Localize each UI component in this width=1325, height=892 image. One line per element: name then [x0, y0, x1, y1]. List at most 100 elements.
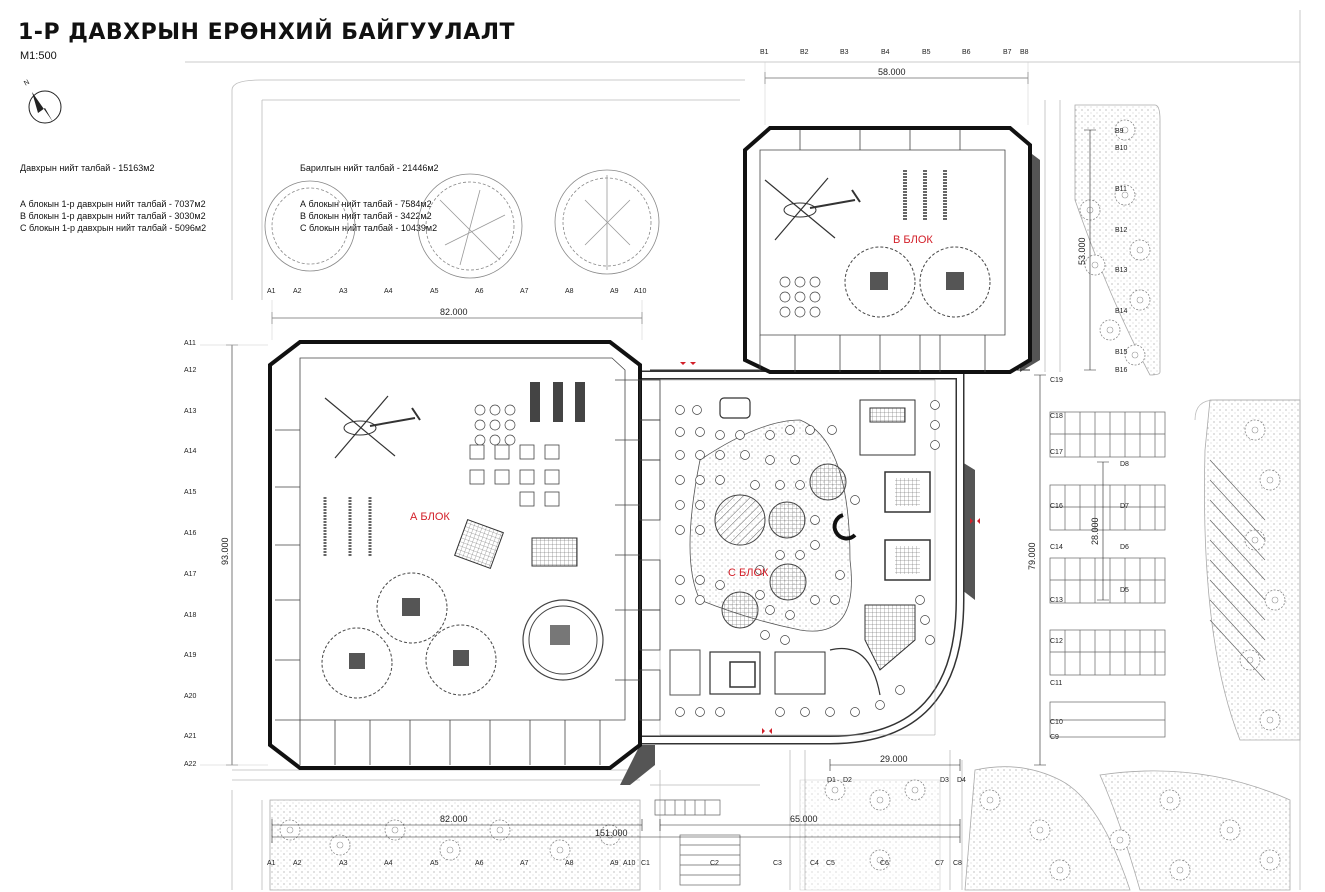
- grid-axes: [200, 62, 1029, 766]
- dim-c-side: 79.000: [1027, 542, 1037, 570]
- axis-label: C11: [1050, 680, 1062, 687]
- axis-label: B11: [1115, 186, 1127, 193]
- axis-label: D4: [957, 777, 966, 784]
- axis-label: D2: [843, 777, 852, 784]
- building-area-a: А блокын нийт талбай - 7584м2: [300, 199, 432, 209]
- axis-label: B5: [922, 49, 931, 56]
- dimension-lines: [226, 72, 1109, 843]
- axis-label: C16: [1050, 503, 1063, 510]
- axis-label: A5: [430, 288, 439, 295]
- axis-label: A9: [610, 288, 619, 295]
- block-b-label: В БЛОК: [893, 234, 933, 246]
- axis-label: A1: [267, 860, 276, 867]
- dim-a-top: 82.000: [440, 307, 468, 317]
- axis-label: B2: [800, 49, 809, 56]
- axis-label: A7: [520, 288, 529, 295]
- axis-label: B4: [881, 49, 890, 56]
- axis-label: A14: [184, 448, 197, 455]
- block-b: [743, 126, 1032, 374]
- axis-labels-b-top: B1 B2 B3 B4 B5 B6 B7 B8: [760, 49, 1029, 56]
- dim-c-width: 29.000: [880, 754, 908, 764]
- axis-label: C6: [880, 860, 889, 867]
- floor-area-c: С блокын 1-р давхрын нийт талбай - 5096м…: [20, 223, 207, 233]
- plan-title: 1-Р ДАВХРЫН ЕРӨНХИЙ БАЙГУУЛАЛТ: [18, 20, 516, 45]
- axis-label: A7: [520, 860, 529, 867]
- axis-label: D5: [1120, 587, 1129, 594]
- axis-label: C12: [1050, 638, 1063, 645]
- axis-label: A18: [184, 612, 197, 619]
- axis-label: C3: [773, 860, 782, 867]
- axis-label: A10: [634, 288, 647, 295]
- axis-label: A4: [384, 860, 393, 867]
- axis-label: A5: [430, 860, 439, 867]
- axis-label: C8: [953, 860, 962, 867]
- floor-area-stats: Давхрын нийт талбай - 15163м2 А блокын 1…: [20, 162, 206, 234]
- axis-label: C5: [826, 860, 835, 867]
- axis-label: A19: [184, 652, 197, 659]
- dim-b-top: 58.000: [878, 67, 906, 77]
- axis-label: C7: [935, 860, 944, 867]
- axis-label: C9: [1050, 734, 1059, 741]
- axis-label: B10: [1115, 145, 1128, 152]
- helipads-outside: [264, 169, 660, 279]
- dim-a-side: 93.000: [220, 537, 230, 565]
- dim-total-bottom: 151.000: [595, 828, 628, 838]
- axis-label: A2: [293, 288, 302, 295]
- axis-label: C13: [1050, 597, 1063, 604]
- axis-label: D6: [1120, 544, 1129, 551]
- dim-c-bottom: 65.000: [790, 814, 818, 824]
- north-arrow-icon: N: [23, 79, 62, 124]
- axis-label: C4: [810, 860, 819, 867]
- axis-label: A3: [339, 288, 348, 295]
- plan-scale: М1:500: [20, 50, 57, 62]
- axis-label: A11: [184, 340, 196, 347]
- axis-label: C17: [1050, 449, 1063, 456]
- floor-area-b: В блокын 1-р давхрын нийт талбай - 3030м…: [20, 211, 206, 221]
- axis-label: B6: [962, 49, 971, 56]
- building-area-total: Барилгын нийт талбай - 21446м2: [300, 163, 439, 173]
- axis-labels-a-left: A11 A12 A13 A14 A15 A16 A17 A18 A19 A20 …: [184, 340, 197, 768]
- axis-label: C10: [1050, 719, 1063, 726]
- axis-label: B3: [840, 49, 849, 56]
- block-a: [268, 340, 642, 770]
- axis-label: A9: [610, 860, 619, 867]
- axis-labels-d-right: D8 D7 D6 D5: [1120, 461, 1129, 594]
- axis-label: B13: [1115, 267, 1128, 274]
- axis-label: C1: [641, 860, 650, 867]
- axis-label: D7: [1120, 503, 1129, 510]
- block-a-tables: [469, 404, 560, 507]
- axis-label: A15: [184, 489, 197, 496]
- parking-lots: [654, 411, 1266, 886]
- axis-label: C14: [1050, 544, 1063, 551]
- axis-label: A13: [184, 408, 197, 415]
- dim-b-side: 53.000: [1077, 237, 1087, 265]
- axis-label: A6: [475, 860, 484, 867]
- axis-label: A6: [475, 288, 484, 295]
- axis-label: A8: [565, 288, 574, 295]
- axis-label: B15: [1115, 349, 1128, 356]
- axis-label: D1: [827, 777, 836, 784]
- axis-label: A4: [384, 288, 393, 295]
- axis-label: B12: [1115, 227, 1128, 234]
- axis-label: A8: [565, 860, 574, 867]
- axis-label: B14: [1115, 308, 1128, 315]
- axis-label: B8: [1020, 49, 1029, 56]
- corridor-rooms: [639, 379, 661, 721]
- axis-label: B7: [1003, 49, 1012, 56]
- axis-labels-a-top: A1 A2 A3 A4 A5 A6 A7 A8 A9 A10: [267, 288, 647, 295]
- dim-a-bottom: 82.000: [440, 814, 468, 824]
- axis-label: A10: [623, 860, 636, 867]
- axis-labels-b-right: B9 B10 B11 B12 B13 B14 B15 B16: [1115, 128, 1128, 374]
- axis-label: A12: [184, 367, 197, 374]
- block-c-label: С БЛОК: [728, 567, 769, 579]
- axis-labels-bottom: A1 A2 A3 A4 A5 A6 A7 A8 A9 A10 C1 C2 C3 …: [267, 860, 962, 867]
- axis-label: A22: [184, 761, 197, 768]
- building-area-stats: Барилгын нийт талбай - 21446м2 А блокын …: [300, 162, 439, 234]
- floor-area-total: Давхрын нийт талбай - 15163м2: [20, 163, 155, 173]
- building-area-c: С блокын нийт талбай - 10439м2: [300, 223, 438, 233]
- axis-label: A16: [184, 530, 197, 537]
- axis-label: A1: [267, 288, 276, 295]
- axis-label: A2: [293, 860, 302, 867]
- entrance-markers: [680, 362, 980, 734]
